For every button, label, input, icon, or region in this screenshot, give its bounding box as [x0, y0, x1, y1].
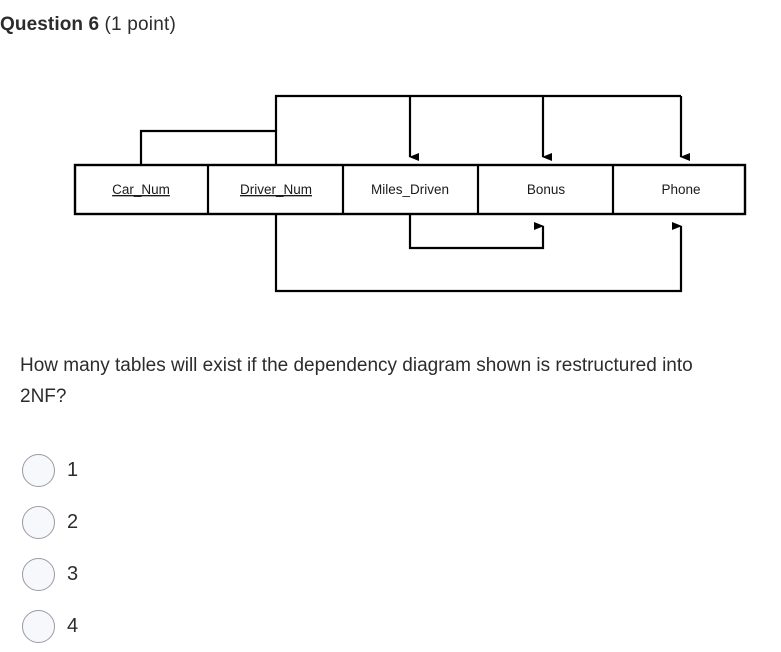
attribute-cell-bonus: Bonus	[527, 182, 566, 197]
radio-button-option-3[interactable]	[22, 557, 55, 591]
attribute-cell-phone: Phone	[661, 182, 700, 197]
question-text: How many tables will exist if the depend…	[20, 355, 693, 407]
lower-dependency-lines	[274, 214, 683, 293]
option-row-3[interactable]: 3	[22, 548, 422, 600]
option-label-2: 2	[67, 511, 79, 533]
attribute-cell-driver-num: Driver_Num	[240, 182, 312, 197]
composite-key-bracket	[139, 129, 278, 165]
dependency-diagram-svg: Car_Num Driver_Num Miles_Driven Bonus Ph…	[73, 94, 747, 293]
upper-dependency-lines	[139, 94, 681, 165]
question-header: Question 6 (1 point)	[0, 12, 740, 38]
radio-button-option-4[interactable]	[22, 609, 55, 643]
option-label-1: 1	[67, 459, 79, 481]
option-label-4: 4	[67, 615, 79, 637]
radio-button-option-1[interactable]	[22, 453, 55, 487]
dependency-diagram: Car_Num Driver_Num Miles_Driven Bonus Ph…	[0, 78, 781, 313]
attribute-table-outline	[73, 163, 747, 216]
option-row-4[interactable]: 4	[22, 600, 422, 652]
option-row-1[interactable]: 1	[22, 444, 422, 496]
option-label-3: 3	[67, 563, 79, 585]
arrow-driver-num-to-phone	[274, 214, 683, 293]
arrow-miles-driven-to-bonus	[408, 214, 545, 250]
attribute-table: Car_Num Driver_Num Miles_Driven Bonus Ph…	[73, 163, 747, 216]
full-dependency-bus	[274, 94, 681, 131]
radio-button-option-2[interactable]	[22, 505, 55, 539]
attribute-cell-car-num: Car_Num	[112, 182, 170, 197]
attribute-cell-miles-driven: Miles_Driven	[371, 182, 449, 197]
option-row-2[interactable]: 2	[22, 496, 422, 548]
page-title: Question 6	[0, 14, 100, 35]
question-points-label: (1 point)	[104, 14, 176, 35]
full-dependency-arrows	[408, 96, 690, 161]
answer-options-list: 1 2 3 4	[22, 444, 422, 652]
